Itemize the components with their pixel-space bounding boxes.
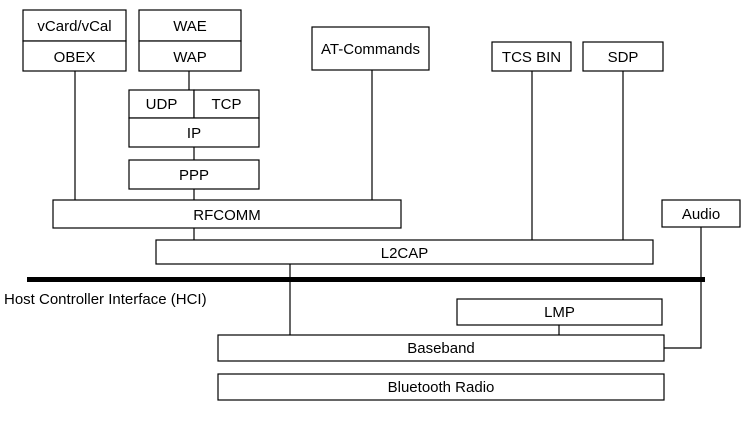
sdp-box <box>582 41 664 72</box>
vcard-obex-stack: vCard/vCal OBEX <box>22 9 127 72</box>
hci-label: Host Controller Interface (HCI) <box>4 291 207 308</box>
wap-box <box>138 40 242 72</box>
rfcomm-box <box>52 199 402 229</box>
audio-label: Audio <box>682 206 720 223</box>
vcard-box <box>22 9 127 42</box>
at-commands-box <box>311 26 430 71</box>
vcard-label: vCard/vCal <box>37 18 111 35</box>
wap-label: WAP <box>173 49 207 66</box>
rfcomm-label: RFCOMM <box>193 207 261 224</box>
lmp-label: LMP <box>544 304 575 321</box>
udp-tcp-ip-stack: UDP TCP IP <box>128 89 260 148</box>
sdp-label: SDP <box>608 49 639 66</box>
hci-bus-bar <box>27 277 705 282</box>
tcp-box <box>193 89 260 119</box>
wae-label: WAE <box>173 18 207 35</box>
ip-box <box>128 117 260 148</box>
at-commands-label: AT-Commands <box>321 41 420 58</box>
tcs-bin-label: TCS BIN <box>502 49 561 66</box>
ppp-label: PPP <box>179 167 209 184</box>
bluetooth-radio-label: Bluetooth Radio <box>388 379 495 396</box>
wae-wap-stack: WAE WAP <box>138 9 242 72</box>
baseband-label: Baseband <box>407 340 475 357</box>
lmp-box <box>456 298 663 326</box>
ip-label: IP <box>187 125 201 142</box>
udp-label: UDP <box>146 96 178 113</box>
connectors <box>74 70 702 349</box>
audio-box <box>661 199 741 228</box>
audio-to-baseband-line <box>664 227 702 349</box>
l2cap-label: L2CAP <box>381 245 429 262</box>
bluetooth-radio-box <box>217 373 665 401</box>
l2cap-box <box>155 239 654 265</box>
tcs-bin-box <box>491 41 572 72</box>
ppp-box <box>128 159 260 190</box>
obex-label: OBEX <box>54 49 96 66</box>
tcp-label: TCP <box>212 96 242 113</box>
obex-box <box>22 40 127 72</box>
wae-box <box>138 9 242 42</box>
baseband-box <box>217 334 665 362</box>
